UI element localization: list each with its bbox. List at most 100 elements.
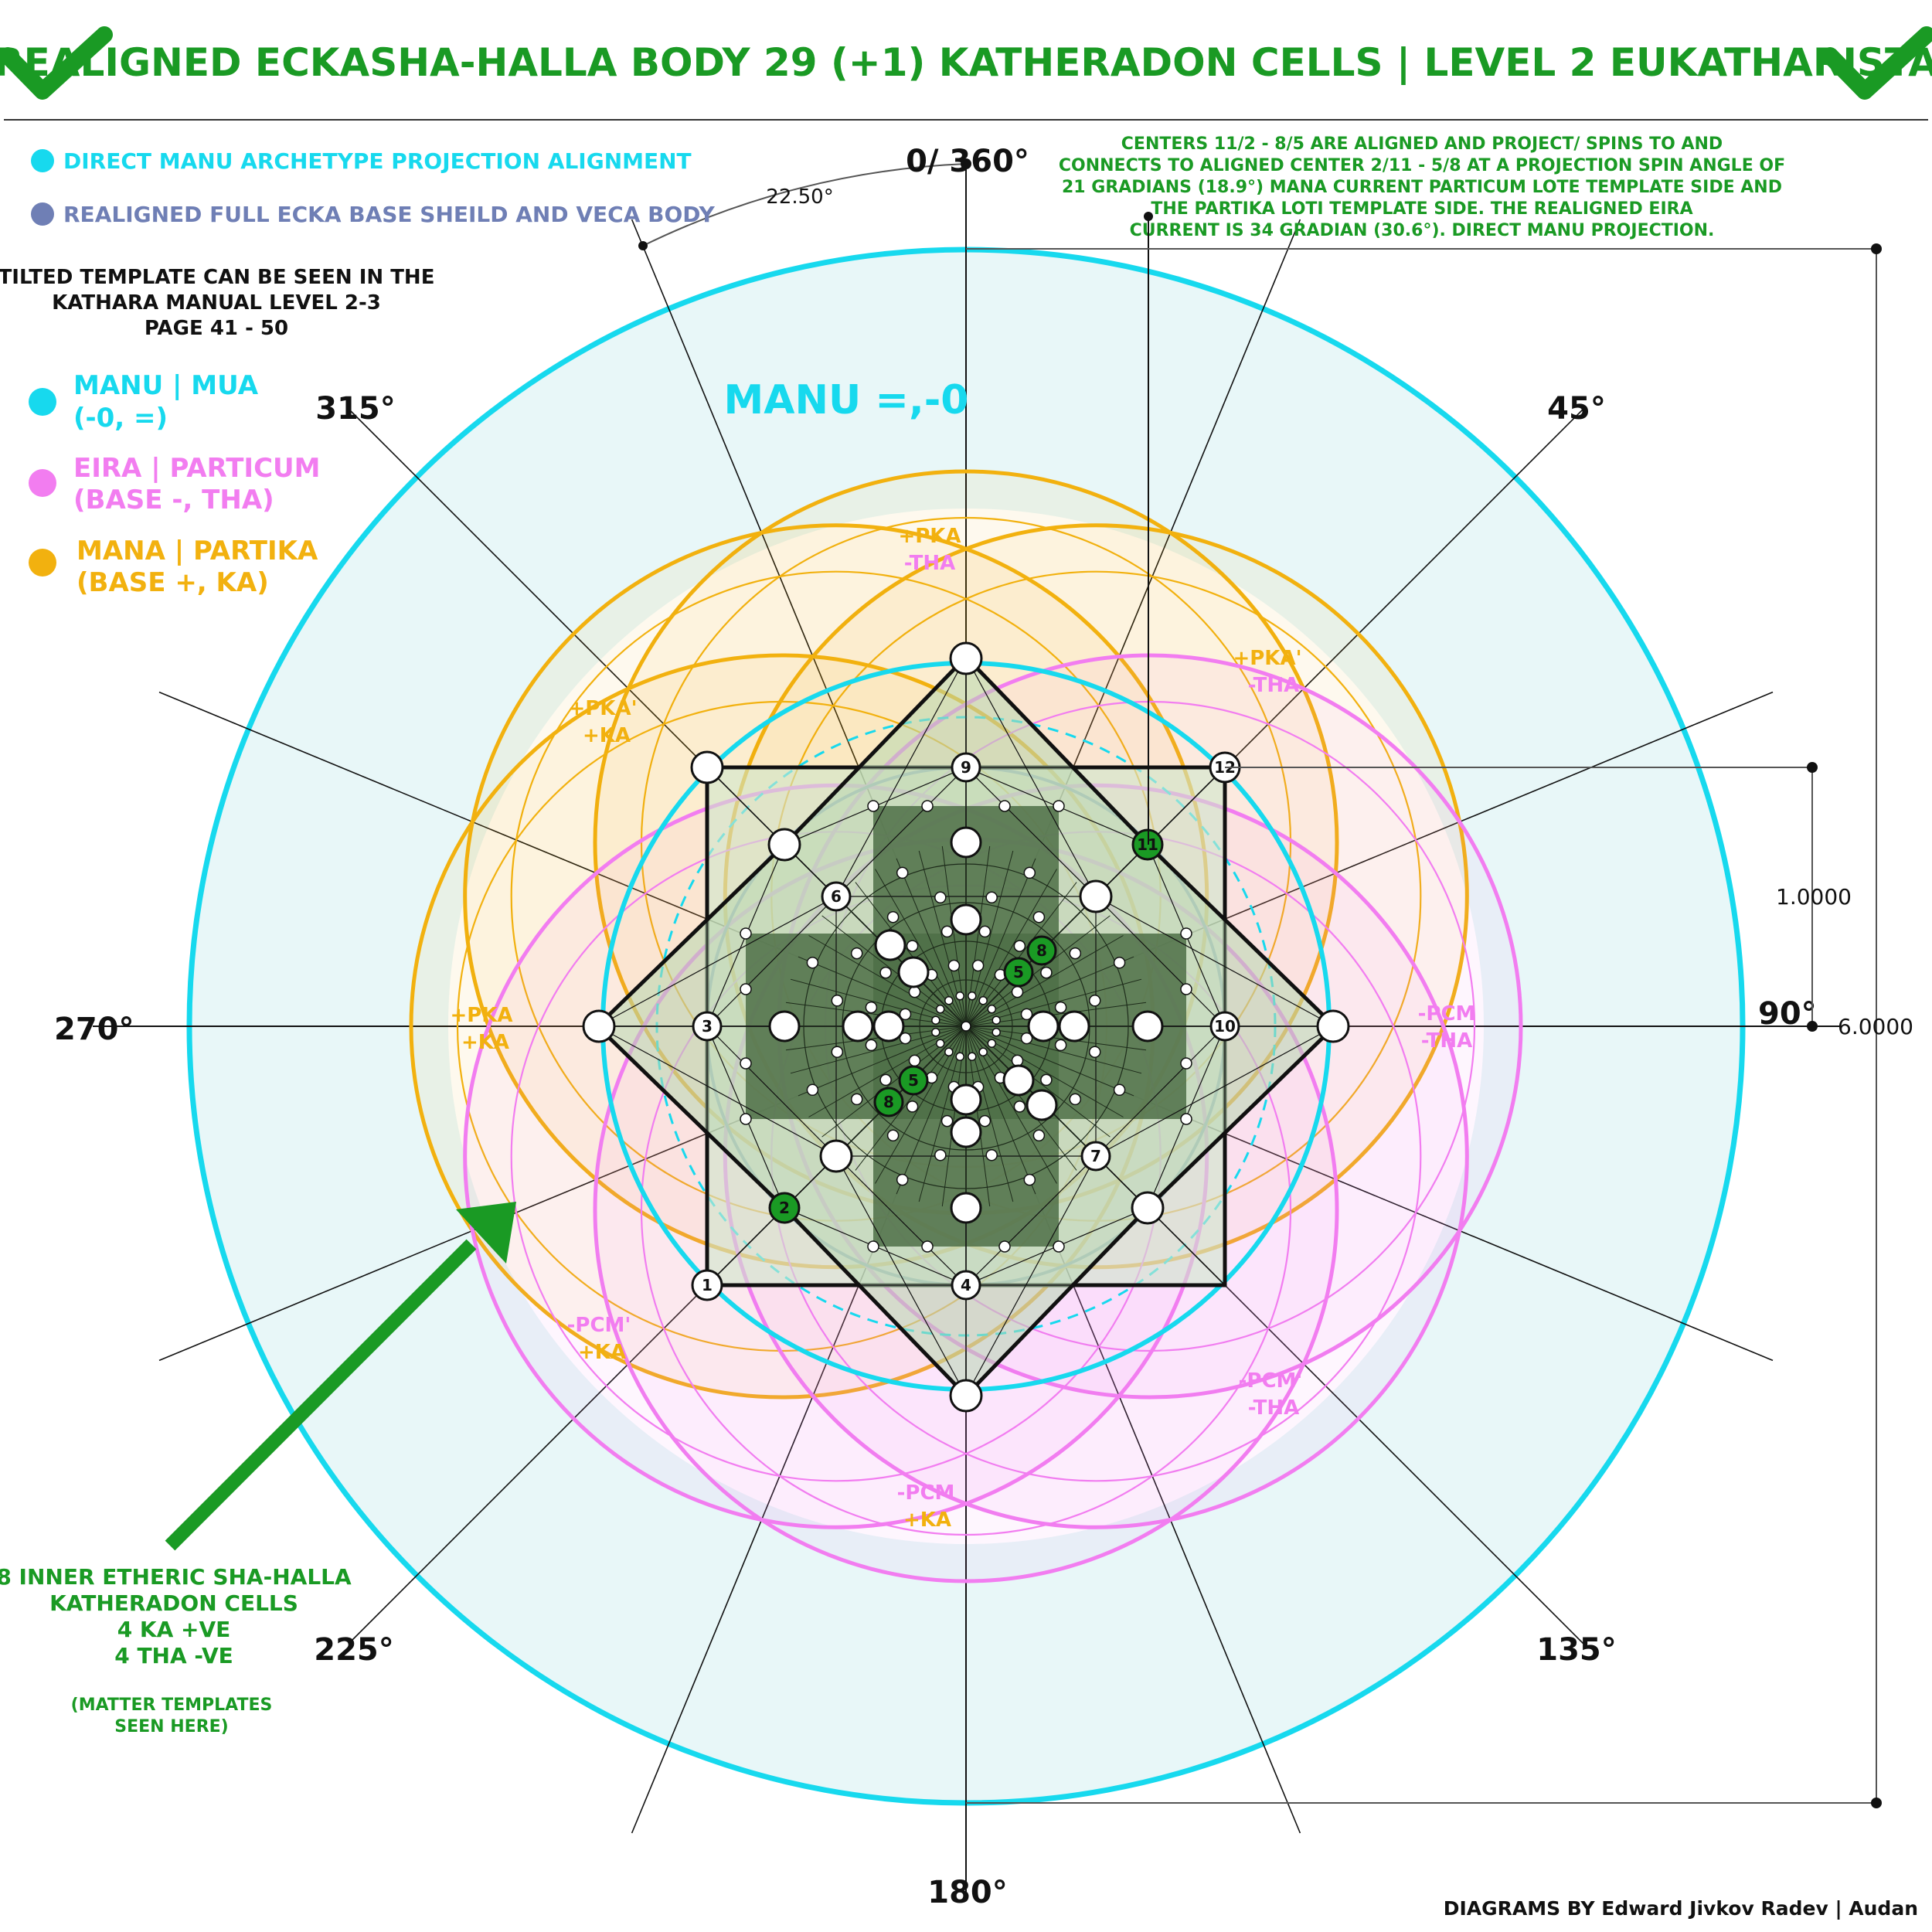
small-node xyxy=(968,992,977,1001)
svg-text:2: 2 xyxy=(779,1199,790,1217)
small-node xyxy=(998,1240,1011,1253)
node xyxy=(872,1010,905,1043)
node xyxy=(950,1116,982,1148)
mesh-line xyxy=(784,1207,967,1396)
small-node xyxy=(935,1039,945,1048)
node-2: 2 xyxy=(768,1192,801,1224)
small-node xyxy=(1113,1083,1126,1097)
small-node xyxy=(1069,947,1082,960)
mesh-line xyxy=(798,956,967,1027)
svg-text:8: 8 xyxy=(1036,941,1047,960)
mesh-line xyxy=(798,1026,967,1097)
zone-label: +PKA xyxy=(898,525,961,548)
small-node xyxy=(955,992,964,1001)
svg-text:6: 6 xyxy=(831,887,842,906)
small-node xyxy=(1180,927,1192,940)
svg-text:8: 8 xyxy=(883,1093,894,1111)
mesh-ring xyxy=(919,979,1013,1073)
mesh-line xyxy=(965,1155,1097,1396)
legend-dot-realigned xyxy=(31,202,54,226)
small-node xyxy=(934,1148,947,1162)
small-node xyxy=(985,1148,998,1162)
svg-text:CENTERS 11/2 - 8/5 ARE ALIGNED: CENTERS 11/2 - 8/5 ARE ALIGNED AND PROJE… xyxy=(1121,134,1723,154)
zone-label: -THA xyxy=(1421,1029,1473,1053)
small-node xyxy=(1011,985,1024,998)
node-5b: 5 xyxy=(898,1065,929,1096)
small-node xyxy=(831,1046,844,1058)
small-node xyxy=(992,1028,1001,1037)
mesh-line xyxy=(965,1026,1134,1097)
small-node xyxy=(1013,940,1026,952)
small-node xyxy=(740,927,752,940)
node xyxy=(1026,1089,1058,1121)
small-node xyxy=(947,959,961,972)
node-1: 1 xyxy=(691,1269,723,1301)
dimension-label-1: 1.0000 xyxy=(1776,884,1852,910)
legend-eira-sub: (BASE -, THA) xyxy=(73,485,274,515)
node xyxy=(1002,1064,1035,1097)
mesh-line xyxy=(837,1026,967,1155)
node-9: 9 xyxy=(951,752,981,783)
small-node xyxy=(1032,910,1046,923)
node xyxy=(582,1009,616,1043)
node xyxy=(950,1192,982,1224)
small-node xyxy=(940,1114,954,1128)
svg-text:5: 5 xyxy=(908,1071,919,1090)
small-node xyxy=(906,940,919,952)
node-5a: 5 xyxy=(1003,957,1034,988)
zone-label: -THA xyxy=(1248,674,1300,697)
small-node xyxy=(1180,1113,1192,1125)
mesh-line xyxy=(597,844,785,1027)
mesh-line xyxy=(1095,896,1335,1027)
small-node xyxy=(906,1100,919,1113)
mesh-line xyxy=(965,767,1097,897)
tilted-note-line: KATHARA MANUAL LEVEL 2-3 xyxy=(52,291,381,315)
mesh-line xyxy=(965,897,1095,1027)
small-node xyxy=(944,1047,954,1057)
small-node xyxy=(1040,966,1053,979)
node xyxy=(1316,1009,1350,1043)
legend-realigned: REALIGNED FULL ECKA BASE SHEILD AND VECA… xyxy=(63,202,715,227)
small-node xyxy=(935,1005,945,1014)
small-node xyxy=(968,1052,977,1061)
outer-nodes xyxy=(582,641,1350,1413)
small-node xyxy=(1069,1093,1082,1106)
svg-text:THE PARTIKA LOTI TEMPLATE SIDE: THE PARTIKA LOTI TEMPLATE SIDE. THE REAL… xyxy=(1151,199,1692,219)
small-node xyxy=(1023,866,1036,879)
mesh-line xyxy=(706,896,837,1027)
small-node xyxy=(867,1240,879,1253)
mesh-line xyxy=(965,656,1097,897)
small-node xyxy=(850,1093,863,1106)
angle-label-225: 225° xyxy=(314,1632,394,1668)
node xyxy=(950,1083,982,1116)
node xyxy=(690,750,724,784)
node xyxy=(1079,879,1113,913)
node xyxy=(1027,1010,1060,1043)
tilted-note-line: PAGE 41 - 50 xyxy=(145,317,288,340)
small-node xyxy=(850,947,863,960)
mesh-line xyxy=(835,767,967,897)
mesh-line xyxy=(1095,1026,1335,1157)
small-node xyxy=(1011,1054,1024,1067)
credit-label: DIAGRAMS BY Edward Jivkov Radev | Audan xyxy=(1444,1897,1918,1920)
small-node xyxy=(899,1008,912,1021)
mesh-line xyxy=(706,1026,837,1157)
small-node xyxy=(987,1039,997,1048)
small-node xyxy=(931,1015,940,1025)
node xyxy=(1058,1010,1090,1043)
node-7: 7 xyxy=(1080,1141,1111,1172)
node xyxy=(819,1139,853,1173)
small-node xyxy=(806,956,819,969)
legend-manu-sub: (-0, =) xyxy=(73,403,168,434)
zone-label: +PKA xyxy=(450,1004,512,1027)
zone-label: +PKA' xyxy=(568,697,637,720)
angle-label-180: 180° xyxy=(927,1875,1008,1910)
dimension-label-6: 6.0000 xyxy=(1838,1014,1913,1039)
small-node xyxy=(1032,1129,1046,1142)
small-node xyxy=(934,891,947,904)
legend-manu: MANU | MUA xyxy=(73,370,259,401)
angle-label-315: 315° xyxy=(315,391,396,427)
svg-text:4: 4 xyxy=(961,1276,971,1294)
mesh-line xyxy=(835,656,967,897)
small-node xyxy=(921,800,934,812)
